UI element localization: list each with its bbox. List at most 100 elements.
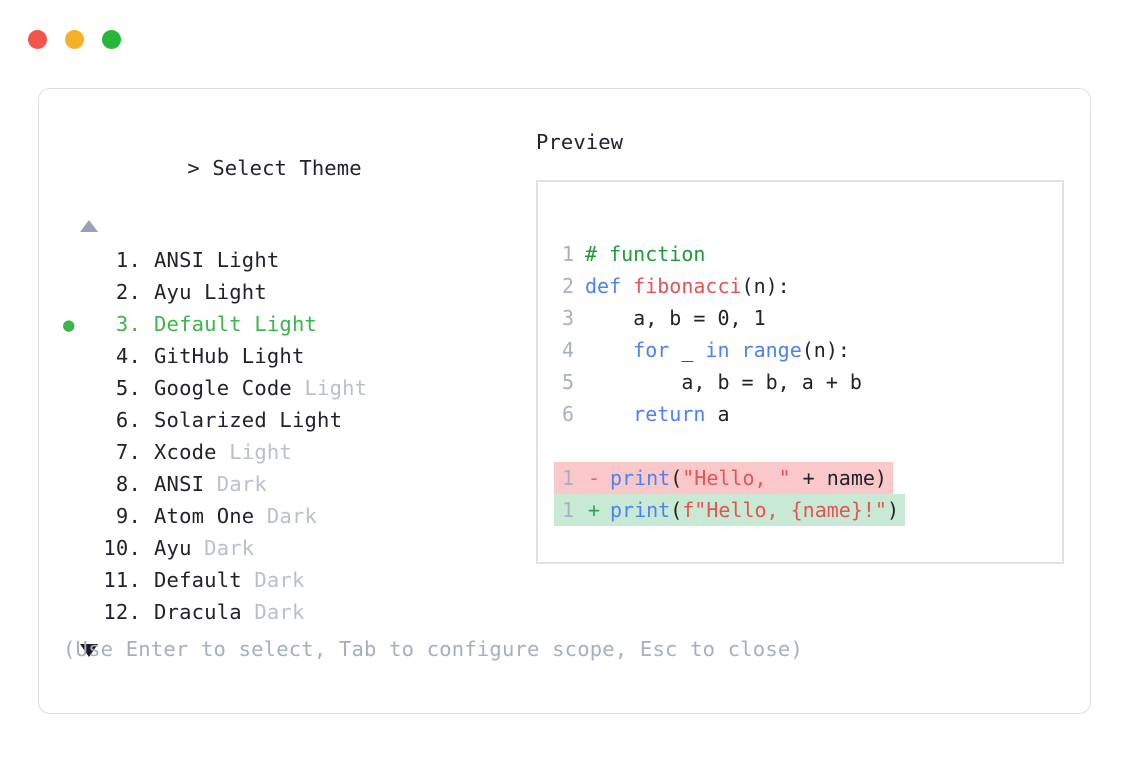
code-token: (n): xyxy=(801,338,850,362)
theme-item-name: Dracula xyxy=(154,600,242,624)
prompt-caret-icon: > xyxy=(187,156,200,180)
code-token: (n): xyxy=(741,274,790,298)
line-number: 2 xyxy=(561,274,574,298)
code-token: + name) xyxy=(790,466,887,490)
code-token: return xyxy=(633,402,706,426)
theme-item-name: Default xyxy=(154,568,242,592)
keyboard-hint: (Use Enter to select, Tab to configure s… xyxy=(63,637,803,661)
theme-item-index: 2. xyxy=(115,280,141,304)
theme-item-name: Default xyxy=(154,312,242,336)
theme-list-item[interactable]: 1.ANSI Light xyxy=(63,244,533,276)
code-token: def xyxy=(585,274,634,298)
code-token: fibonacci xyxy=(633,274,742,298)
theme-item-index: 4. xyxy=(115,344,141,368)
theme-list-item[interactable]: 9. Atom One Dark xyxy=(63,500,533,532)
theme-list-item[interactable]: 6.Solarized Light xyxy=(63,404,533,436)
line-number: 1 xyxy=(561,466,574,490)
code-token: # function xyxy=(585,242,706,266)
code-token: in range xyxy=(705,338,802,362)
theme-list-item[interactable]: 8.ANSI Dark xyxy=(63,468,533,500)
theme-item-variant: Dark xyxy=(241,600,305,624)
code-token: f"Hello, {name}!" xyxy=(682,498,887,522)
code-token xyxy=(585,402,633,426)
code-line-text: for _ in range(n): xyxy=(585,334,850,366)
theme-item-index: 7. xyxy=(115,440,141,464)
code-line-text: def fibonacci(n): xyxy=(585,270,790,302)
theme-item-variant: Light xyxy=(266,408,343,432)
code-line: 6 return a xyxy=(554,398,1062,430)
scroll-up-arrow-icon[interactable] xyxy=(80,220,98,232)
line-number: 5 xyxy=(561,370,574,394)
code-token: ( xyxy=(670,466,683,490)
diff-block: 1-print("Hello, " + name)1+print(f"Hello… xyxy=(554,462,1062,526)
theme-item-variant: Dark xyxy=(204,472,267,496)
theme-item-variant: Dark xyxy=(191,536,255,560)
diff-line-text: print("Hello, " + name) xyxy=(610,462,887,494)
theme-item-variant: Light xyxy=(216,440,292,464)
code-token: print xyxy=(610,466,671,490)
window-close-button[interactable] xyxy=(28,30,47,49)
theme-list-item[interactable]: 2.Ayu Light xyxy=(63,276,533,308)
theme-list-item[interactable]: 7. Xcode Light xyxy=(63,436,533,468)
theme-item-index: 3. xyxy=(115,312,141,336)
theme-item-variant: Dark xyxy=(254,504,318,528)
line-number: 6 xyxy=(561,402,574,426)
diff-line-text: print(f"Hello, {name}!") xyxy=(610,494,899,526)
theme-item-variant: Light xyxy=(241,312,318,336)
theme-item-name: ANSI xyxy=(154,248,205,272)
code-line-text: a, b = 0, 1 xyxy=(585,302,766,334)
code-token: a, b = 0, 1 xyxy=(585,306,766,330)
preview-heading: Preview xyxy=(536,130,624,154)
diff-removed-line: 1-print("Hello, " + name) xyxy=(554,462,893,494)
theme-item-index: 9. xyxy=(115,504,141,528)
theme-item-variant: Dark xyxy=(241,568,305,592)
theme-item-index: 12. xyxy=(103,600,141,624)
line-number: 3 xyxy=(561,306,574,330)
theme-list-item[interactable]: 12. Dracula Dark xyxy=(63,596,533,628)
theme-item-index: 8. xyxy=(115,472,141,496)
theme-item-name: Solarized xyxy=(154,408,267,432)
scroll-down-arrow-icon[interactable] xyxy=(80,644,98,657)
diff-added-line: 1+print(f"Hello, {name}!") xyxy=(554,494,906,526)
diff-minus-marker: - xyxy=(587,466,601,490)
theme-list-item[interactable]: 11.Default Dark xyxy=(63,564,533,596)
theme-list-item[interactable]: ● 3. Default Light xyxy=(63,308,533,340)
code-token xyxy=(585,338,633,362)
theme-item-name: Atom One xyxy=(154,504,255,528)
window-maximize-button[interactable] xyxy=(102,30,121,49)
line-number: 4 xyxy=(561,338,574,362)
code-token: _ xyxy=(669,338,706,362)
code-token: ) xyxy=(886,498,900,522)
code-line: 3 a, b = 0, 1 xyxy=(554,302,1062,334)
code-token: ( xyxy=(670,498,683,522)
line-number: 1 xyxy=(561,242,574,266)
select-theme-title: Select Theme xyxy=(212,156,362,180)
code-line: 2 def fibonacci(n): xyxy=(554,270,1062,302)
theme-item-name: Google Code xyxy=(154,376,292,400)
theme-list-item[interactable]: 4.GitHub Light xyxy=(63,340,533,372)
code-line: 4 for _ in range(n): xyxy=(554,334,1062,366)
code-token: a, b = b, a + b xyxy=(585,370,862,394)
theme-item-index: 10. xyxy=(103,536,141,560)
theme-item-name: Ayu xyxy=(154,536,192,560)
window-minimize-button[interactable] xyxy=(65,30,84,49)
code-token: "Hello, " xyxy=(682,466,791,490)
select-theme-heading: > Select Theme xyxy=(63,129,533,207)
code-line: 1 # function xyxy=(554,238,1062,270)
theme-list-item[interactable]: 10. Ayu Dark xyxy=(63,532,533,564)
code-token: print xyxy=(610,498,671,522)
selected-bullet-icon: ● xyxy=(63,314,75,336)
diff-plus-marker: + xyxy=(587,498,601,522)
theme-item-index: 5. xyxy=(115,376,141,400)
theme-list-item[interactable]: 5.Google Code Light xyxy=(63,372,533,404)
window-titlebar xyxy=(28,30,121,49)
code-line-text: a, b = b, a + b xyxy=(585,366,862,398)
theme-item-name: Xcode xyxy=(154,440,217,464)
